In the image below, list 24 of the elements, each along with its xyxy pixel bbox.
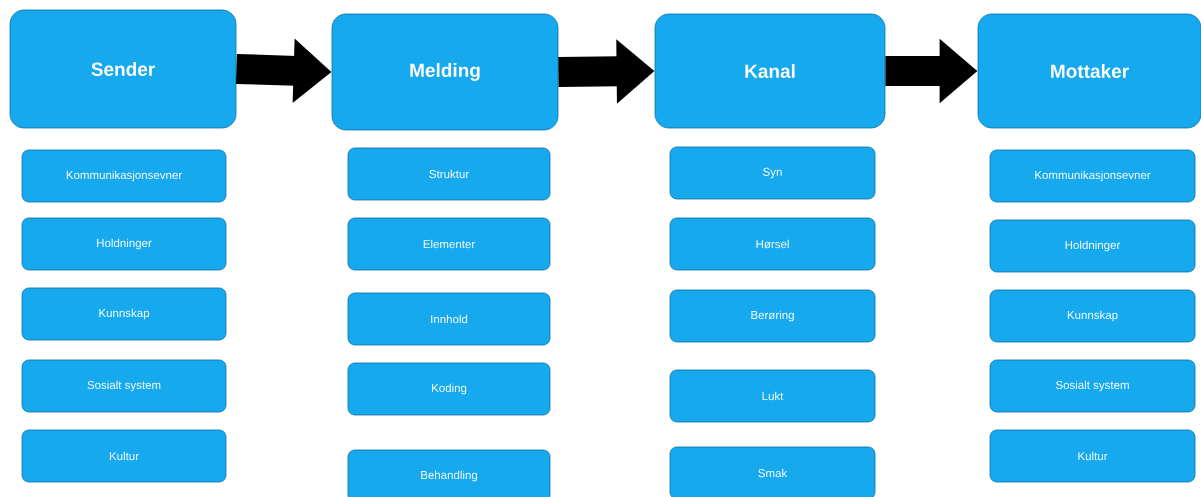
item-box: Behandling	[347, 449, 551, 497]
item-box: Elementer	[347, 217, 551, 271]
stage-box: Kanal	[654, 13, 886, 129]
item-box: Berøring	[669, 289, 876, 343]
stage-box: Sender	[9, 9, 237, 129]
item-box: Kommunikasjonsevner	[21, 149, 227, 203]
item-box: Smak	[669, 446, 876, 497]
item-box: Kunnskap	[989, 289, 1196, 343]
item-box: Kultur	[21, 429, 227, 483]
item-box: Lukt	[669, 369, 876, 423]
item-box: Holdninger	[989, 219, 1196, 273]
item-box: Hørsel	[669, 217, 876, 271]
item-box: Innhold	[347, 292, 551, 346]
item-box: Sosialt system	[21, 359, 227, 413]
stage-box: Melding	[331, 13, 559, 131]
item-box: Kommunikasjonsevner	[989, 149, 1196, 203]
stage-box: Mottaker	[977, 13, 1201, 129]
item-box: Sosialt system	[989, 359, 1196, 413]
item-box: Syn	[669, 146, 876, 200]
item-box: Koding	[347, 362, 551, 416]
item-box: Struktur	[347, 147, 551, 201]
item-box: Holdninger	[21, 217, 227, 271]
item-box: Kultur	[989, 429, 1196, 483]
item-box: Kunnskap	[21, 287, 227, 341]
